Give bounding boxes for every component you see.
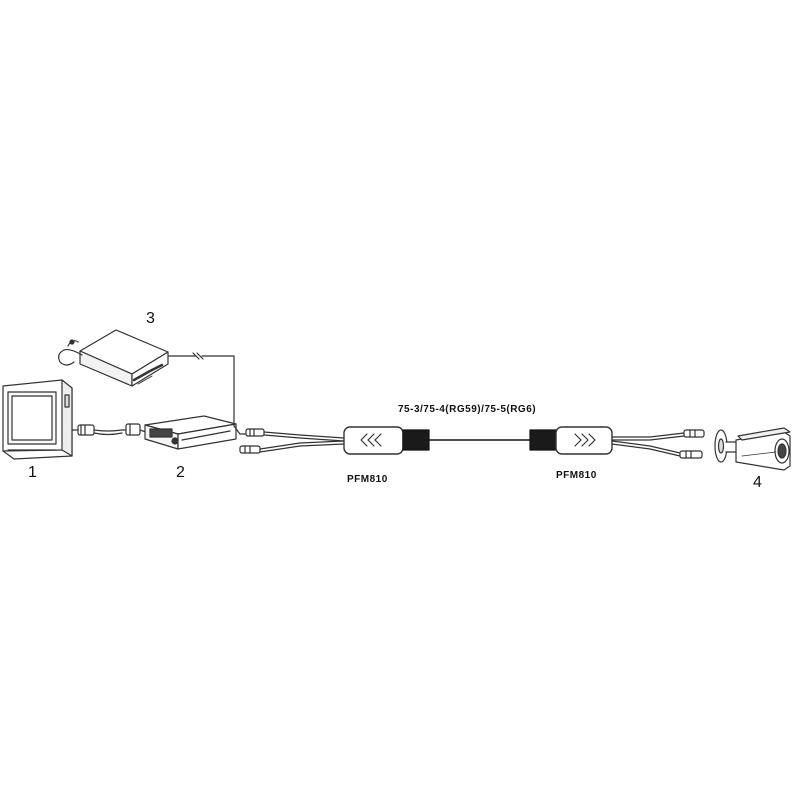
right-pfm810-icon [529, 426, 613, 455]
camera-number-label: 4 [753, 474, 762, 491]
cable-type-label: 75-3/75-4(RG59)/75-5(RG6) [398, 404, 537, 415]
left-pfm810-label: PFM810 [347, 474, 388, 485]
left-split-cable [239, 428, 345, 454]
left-pfm810-icon [343, 426, 430, 455]
dvr-icon [144, 415, 237, 450]
right-split-cable [611, 429, 705, 459]
power-line [167, 352, 248, 435]
monitor-dvr-cable [71, 423, 147, 436]
monitor-number-label: 1 [28, 464, 37, 481]
power-number-label: 3 [146, 310, 155, 327]
right-pfm810-label: PFM810 [556, 470, 597, 481]
monitor-icon [2, 379, 73, 460]
camera-icon [714, 427, 791, 471]
dvr-number-label: 2 [176, 464, 185, 481]
power-supply-icon [58, 329, 169, 387]
